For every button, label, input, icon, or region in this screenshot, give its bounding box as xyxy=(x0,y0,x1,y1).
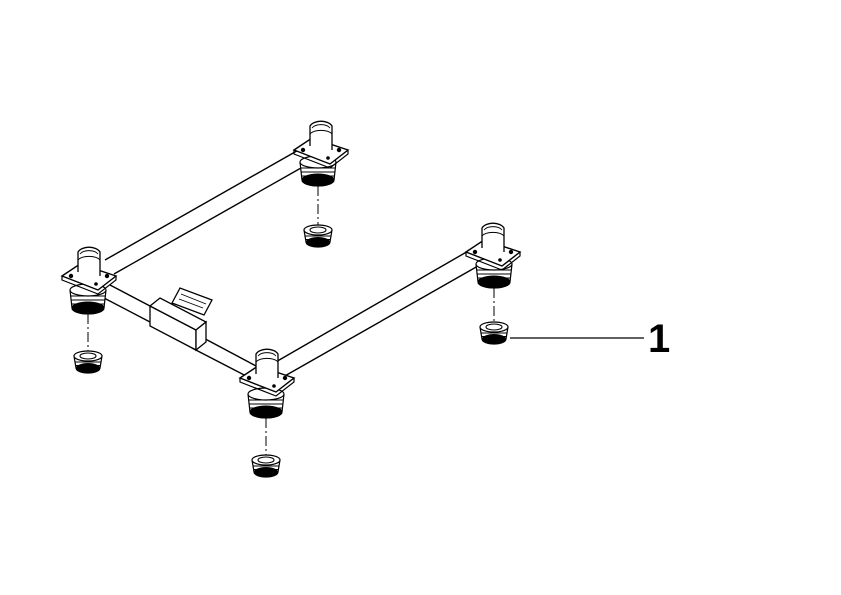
tube-right-inner xyxy=(282,265,479,378)
foot-cap-right xyxy=(479,321,509,345)
tube-right xyxy=(273,249,471,364)
bracket-right xyxy=(465,222,521,289)
callout-label-1: 1 xyxy=(648,317,670,361)
tube-front-left xyxy=(109,284,151,307)
bracket-back-right xyxy=(293,120,349,187)
center-connector xyxy=(148,287,213,352)
foot-cap-front xyxy=(251,454,281,478)
tube-back xyxy=(104,147,303,261)
foot-cap-back-left xyxy=(73,350,103,374)
tube-front-left-inner xyxy=(103,297,151,323)
tube-back-inner xyxy=(113,163,309,275)
tube-front-right-inner xyxy=(191,347,251,379)
center-lines xyxy=(87,186,495,456)
bracket-front xyxy=(239,348,295,419)
bracket-back-left xyxy=(61,246,117,315)
frame-tubes xyxy=(103,147,479,379)
foot-cap-back-right xyxy=(303,224,333,248)
